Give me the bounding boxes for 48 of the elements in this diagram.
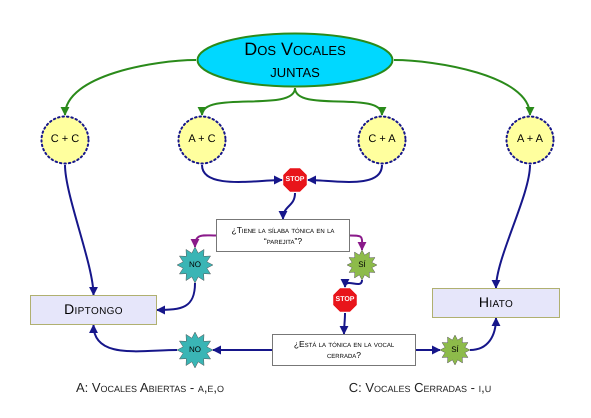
- yes-burst: [347, 250, 377, 280]
- arrow: [212, 346, 272, 354]
- arrow: [340, 312, 349, 335]
- combination-circle: [177, 115, 227, 165]
- key-note: C: Vocales Cerradas - i,u: [348, 379, 492, 397]
- no-burst: [177, 247, 213, 283]
- question-box: [272, 334, 416, 366]
- combination-label: C + C: [50, 133, 80, 147]
- stop-sign: [282, 167, 308, 193]
- topic-ellipse: [196, 32, 394, 88]
- question-text: ¿Tiene la sílaba tónica en la “parejita”?: [230, 224, 336, 246]
- arrow: [156, 282, 196, 314]
- combination-circle: [505, 115, 555, 165]
- combination-label: A + C: [188, 133, 216, 147]
- answer-text: SÍ: [358, 260, 366, 270]
- answer-text: NO: [189, 260, 201, 270]
- arrow: [307, 164, 383, 185]
- arrow: [342, 278, 363, 288]
- answer-text: SÍ: [451, 345, 459, 355]
- arrow: [350, 234, 367, 251]
- answer-text: NO: [189, 345, 201, 355]
- yes-burst: [440, 335, 470, 365]
- combination-label: C + A: [368, 133, 396, 147]
- arrow: [190, 234, 216, 248]
- stop-sign: [332, 287, 358, 313]
- arrow: [470, 317, 500, 351]
- arrow: [394, 59, 533, 116]
- arrow: [64, 164, 98, 296]
- arrow: [201, 164, 283, 185]
- arrow: [294, 88, 384, 116]
- topic-title: Dos Vocales juntas: [243, 38, 347, 82]
- combination-label: A + A: [517, 133, 543, 147]
- result-box: [432, 288, 560, 318]
- result-text: Diptongo: [64, 301, 123, 319]
- question-box: [216, 219, 350, 252]
- no-burst: [177, 332, 213, 368]
- arrow: [416, 346, 441, 354]
- arrow: [200, 88, 296, 116]
- result-text: Hiato: [478, 294, 514, 312]
- question-text: ¿Está la tónica en la vocal cerrada?: [292, 339, 396, 361]
- arrow: [90, 324, 178, 352]
- key-note: A: Vocales Abiertas - a,e,o: [74, 379, 226, 397]
- arrow: [62, 59, 196, 116]
- arrow: [492, 164, 531, 289]
- combination-circle: [357, 115, 407, 165]
- combination-circle: [40, 115, 90, 165]
- arrow: [279, 192, 296, 220]
- result-box: [30, 295, 157, 325]
